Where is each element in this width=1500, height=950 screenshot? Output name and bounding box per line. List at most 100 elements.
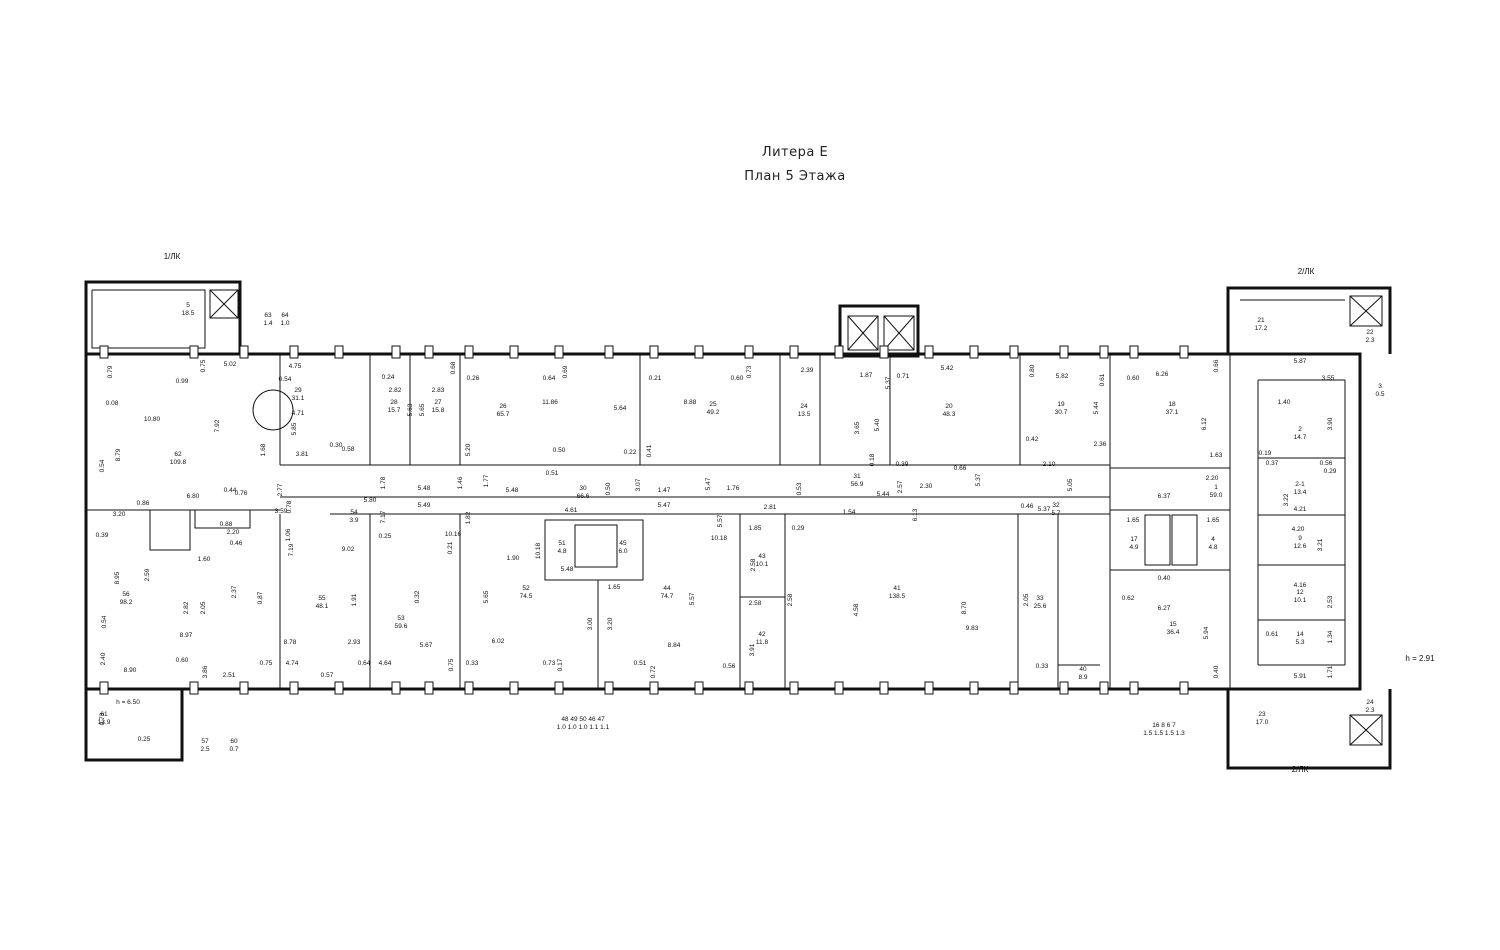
room-area: 5.7: [1051, 510, 1060, 517]
window-mark: [879, 681, 889, 695]
room-area: 4.9: [1129, 544, 1138, 551]
room-number: 23: [1258, 711, 1266, 718]
dimension-value: 3.00: [587, 617, 594, 630]
dimension-value: 8.79: [115, 448, 122, 461]
window-mark: [391, 345, 401, 359]
window-mark: [424, 681, 434, 695]
dimension-value: 0.25: [379, 533, 392, 540]
dimension-value: 1.47: [658, 487, 671, 494]
dimension-value: 5.64: [614, 405, 627, 412]
room-number: 2-1: [1295, 481, 1305, 488]
dimension-value: 0.60: [731, 375, 744, 382]
room-number: 18: [1168, 401, 1176, 408]
room-number: 26: [499, 403, 507, 410]
room-number: 24: [800, 403, 808, 410]
window-mark: [1129, 681, 1139, 695]
dimension-value: 4.61: [565, 507, 578, 514]
dimension-value: 2.82: [389, 387, 402, 394]
window-mark: [649, 681, 659, 695]
dimension-value: 0.25: [0, 0, 7, 2]
dimension-value: 5.47: [705, 477, 712, 490]
room-area: 14.7: [1294, 434, 1307, 441]
window-marks: [99, 345, 1189, 695]
dimension-value: 0.76: [235, 490, 248, 497]
dimension-value: 2.20: [1206, 475, 1219, 482]
dimension-value: 0.71: [897, 373, 910, 380]
room-number: 14: [1296, 631, 1304, 638]
room-area: 17.2: [1255, 325, 1268, 332]
room-area: 30.7: [1055, 409, 1068, 416]
dimension-value: 6.12: [1201, 417, 1208, 430]
dimension-value: 0.32: [414, 590, 421, 603]
dimension-value: 2.93: [348, 639, 361, 646]
dimension-value: 0.60: [176, 657, 189, 664]
room-number: 33: [1036, 595, 1044, 602]
room-area: 48.1: [316, 603, 329, 610]
dimension-value: 8.95: [114, 571, 121, 584]
dimension-value: 6.37: [1158, 493, 1171, 500]
dimension-value: 5.48: [561, 566, 574, 573]
dimension-value: 3.81: [296, 451, 309, 458]
dimension-value: 0.87: [257, 591, 264, 604]
dimension-value: 2.36: [1094, 441, 1107, 448]
window-mark: [879, 345, 889, 359]
window-mark: [239, 345, 249, 359]
dimension-value: 1.65: [1207, 517, 1220, 524]
dimension-value: 2.05: [200, 601, 207, 614]
dimension-value: 0.66: [954, 465, 967, 472]
room-number: 45: [619, 540, 627, 547]
room-number: 61: [100, 711, 108, 718]
dimension-value: 0.75: [200, 359, 207, 372]
window-mark: [334, 681, 344, 695]
dimension-value: 3.55: [1322, 375, 1335, 382]
note-ids: 60: [230, 738, 238, 745]
room-number: 22: [1366, 329, 1374, 336]
stair-label-right-top: 2/ЛК: [1298, 267, 1315, 276]
room-area: 15.7: [388, 407, 401, 414]
dimension-value: 5.05: [1067, 478, 1074, 491]
stair-label-left: 1/ЛК: [164, 252, 181, 261]
dimension-value: 1.76: [727, 485, 740, 492]
dimension-value: 9.83: [966, 625, 979, 632]
window-mark: [1009, 681, 1019, 695]
plan-title: Литера Е: [762, 145, 828, 160]
stair-label-right-bottom: 2/ЛК: [1292, 765, 1309, 774]
dimension-value: 1.77: [483, 474, 490, 487]
room-number: 62: [174, 451, 182, 458]
window-mark: [189, 681, 199, 695]
dimension-value: 0.19: [1259, 450, 1272, 457]
dimension-value: 0.75: [448, 658, 455, 671]
dimension-value: 0.41: [646, 444, 653, 457]
room-number: 31: [853, 473, 861, 480]
room-number: 24: [1366, 699, 1374, 706]
room-area: 15.8: [432, 407, 445, 414]
room-number: 55: [318, 595, 326, 602]
dimension-value: 5.42: [941, 365, 954, 372]
dimension-value: 1.65: [608, 584, 621, 591]
dimension-value: 0.46: [230, 540, 243, 547]
dimension-value: 4.21: [1294, 506, 1307, 513]
note-areas: 1.5 1.5 1.5 1.3: [1143, 730, 1185, 737]
room-area: 109.8: [170, 459, 187, 466]
dimension-value: 2.82: [183, 601, 190, 614]
dimension-value: 1.68: [260, 443, 267, 456]
room-number: 19: [1057, 401, 1065, 408]
window-mark: [924, 681, 934, 695]
room-area: 13.4: [1294, 489, 1307, 496]
dimension-value: 5.57: [717, 514, 724, 527]
dimension-value: 2.59: [144, 568, 151, 581]
room-area: 25.6: [1034, 603, 1047, 610]
dimension-value: 2.37: [231, 585, 238, 598]
dimension-value: 0.73: [99, 712, 106, 725]
dimension-value: 1.78: [380, 476, 387, 489]
room-area: 17.0: [1256, 719, 1269, 726]
room-area: 65.7: [497, 411, 510, 418]
dimension-value: 3.59: [275, 508, 288, 515]
dimension-value: 3.90: [1327, 417, 1334, 430]
dimension-value: 5.40: [874, 418, 881, 431]
room-area: 74.5: [520, 593, 533, 600]
dimension-value: 10.18: [535, 542, 542, 559]
room-area: 36.4: [1167, 629, 1180, 636]
